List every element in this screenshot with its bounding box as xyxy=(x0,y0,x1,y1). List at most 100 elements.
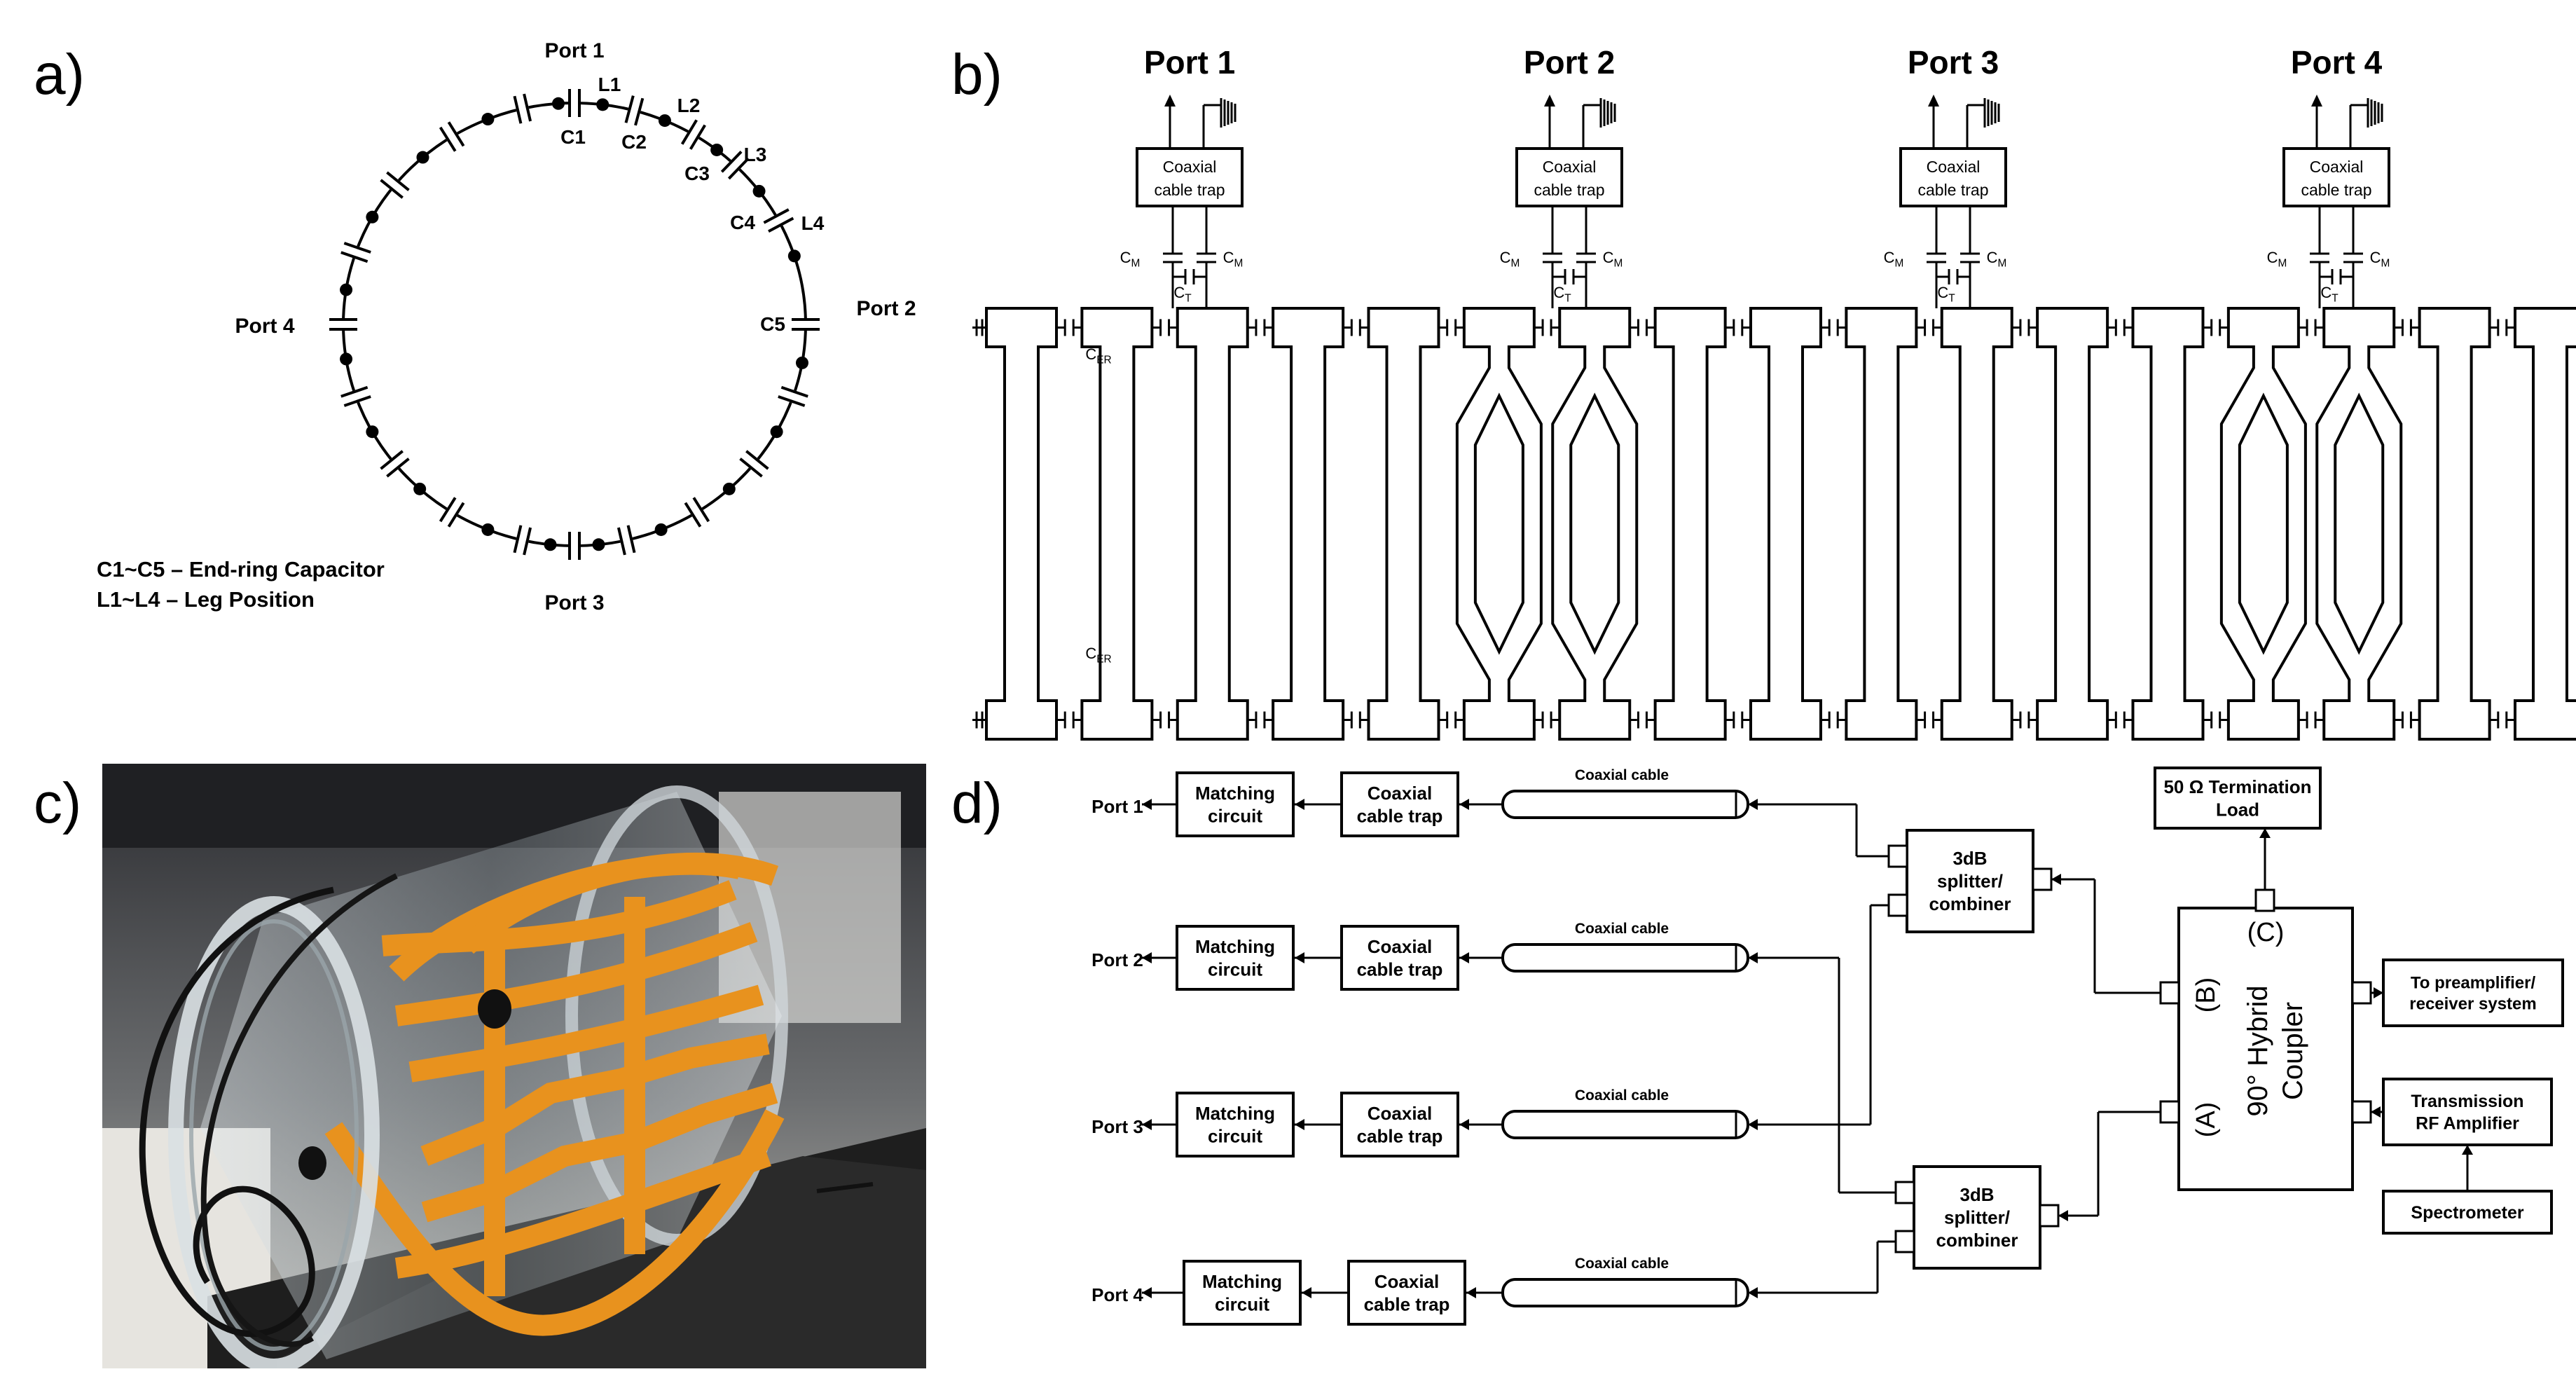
capacitor-plate xyxy=(380,179,404,199)
arrowhead xyxy=(1164,95,1176,107)
capacitor-symbol xyxy=(617,525,636,556)
panel-label-a: a) xyxy=(34,43,85,107)
capacitor-symbol xyxy=(763,208,794,233)
capacitor-plate xyxy=(513,525,523,554)
coax-cable-label: Coaxial cable xyxy=(1575,1256,1669,1272)
coil-leg-hexagonal xyxy=(2315,307,2403,741)
leg-label-3: L3 xyxy=(744,144,767,165)
arrowhead-left xyxy=(1142,799,1152,810)
leg-position-dot xyxy=(596,98,609,111)
capacitor-plate xyxy=(340,251,369,263)
leg-position-dot xyxy=(366,425,379,439)
ct-label: CT xyxy=(1173,284,1192,305)
coax-cable-body xyxy=(1501,943,1749,973)
cap-gap xyxy=(1201,254,1212,262)
splitter-top-box xyxy=(1906,829,2034,933)
capacitor-plate xyxy=(626,525,636,554)
cm-label-left: CM xyxy=(1120,249,1141,270)
capacitor-symbol xyxy=(739,450,769,478)
capacitor-plate xyxy=(340,385,369,398)
trap-label-line-1: Coaxial xyxy=(1543,158,1597,176)
connector-tab xyxy=(2039,1204,2060,1228)
capacitor-symbol xyxy=(340,242,371,263)
capacitor-plate xyxy=(739,458,763,478)
coil-leg xyxy=(1653,307,1727,741)
coil-leg xyxy=(2131,307,2205,741)
capacitor-label-1: C1 xyxy=(560,126,586,148)
leg-label-4: L4 xyxy=(801,212,825,234)
port-2-label: Port 2 xyxy=(856,297,916,320)
leg-position-dot xyxy=(366,210,379,224)
coil-leg xyxy=(1845,307,1918,741)
splitter-bottom-box-text: combiner xyxy=(1936,1230,2018,1251)
arrowhead-left xyxy=(1459,952,1469,963)
connector-tab xyxy=(1887,844,1908,868)
panel-b-port-1-label: Port 1 xyxy=(1144,44,1235,81)
capacitor-symbol xyxy=(792,318,820,331)
capacitor-symbol xyxy=(778,385,808,407)
capacitor-gap xyxy=(568,97,581,109)
coax-trap-box xyxy=(1347,1260,1466,1326)
capacitor-plate xyxy=(439,126,457,152)
cm-label-right: CM xyxy=(1223,249,1244,270)
coil-photo xyxy=(102,764,926,1368)
cap-gap xyxy=(1964,254,1976,262)
cm-label-right: CM xyxy=(1603,249,1623,270)
matching-circuit-box xyxy=(1183,1260,1302,1326)
rf-amplifier-box-text: Transmission xyxy=(2411,1092,2523,1111)
capacitor-plate xyxy=(439,497,457,523)
coil-leg-window xyxy=(2334,392,2385,655)
capacitor-symbol xyxy=(380,450,410,478)
cap-gap xyxy=(1167,254,1178,262)
coax-cable-body xyxy=(1501,1278,1749,1307)
coil-leg-hexagonal xyxy=(1455,307,1543,741)
leg-position-dot xyxy=(658,114,671,128)
capacitor-gap xyxy=(568,540,581,551)
tape-leg xyxy=(394,1146,771,1279)
hybrid-coupler-box xyxy=(2177,907,2354,1191)
coaxial-trap-box xyxy=(2282,147,2390,207)
coil-leg xyxy=(1367,307,1440,741)
arrowhead-left xyxy=(1748,1287,1758,1298)
connector-tab xyxy=(1887,893,1908,917)
coil-leg xyxy=(2036,307,2109,741)
capacitor-label-4: C4 xyxy=(730,212,755,233)
capacitor-label-3: C3 xyxy=(684,163,710,184)
capacitor-plate xyxy=(745,450,769,470)
tape-leg xyxy=(381,880,737,956)
trap-label-line-2: cable trap xyxy=(2301,181,2371,199)
capacitor-plate xyxy=(684,502,702,528)
capacitor-plate xyxy=(780,385,808,398)
coil-leg xyxy=(1940,307,2013,741)
capacitor-symbol xyxy=(439,121,465,152)
rf-amplifier-box xyxy=(2382,1078,2553,1146)
arrowhead-left xyxy=(1748,1119,1758,1130)
cap-gap xyxy=(1580,254,1592,262)
coil-leg xyxy=(985,307,1058,741)
coax-trap-box-text: Coaxial xyxy=(1368,783,1433,804)
preamp-box-text: receiver system xyxy=(2409,994,2536,1013)
capacitor-plate xyxy=(689,124,706,150)
capacitor-symbol xyxy=(380,171,410,199)
termination-box-text: Load xyxy=(2216,799,2259,820)
matching-circuit-box-text: circuit xyxy=(1215,1293,1269,1314)
ct-label: CT xyxy=(1937,284,1955,305)
arrowhead-left xyxy=(1295,1119,1304,1130)
arrowhead-left xyxy=(1295,952,1304,963)
leg-label-2: L2 xyxy=(677,95,701,116)
splitter-bottom-box-text: 3dB xyxy=(1959,1184,1994,1205)
front-rim xyxy=(168,896,380,1368)
cap-gap xyxy=(2348,254,2359,262)
connector-tab xyxy=(2159,981,2180,1005)
leg-position-dot xyxy=(654,523,668,536)
capacitor-symbol xyxy=(680,119,706,150)
tape-leg-hex xyxy=(421,1083,778,1223)
tape-ring xyxy=(459,852,779,954)
cap-gap xyxy=(1931,254,1942,262)
capacitor-plate xyxy=(343,395,371,407)
leg-position-dot xyxy=(752,184,766,198)
panel-b-port-4-label: Port 4 xyxy=(2291,44,2383,81)
termination-box-text: 50 Ω Termination xyxy=(2163,776,2311,797)
matching-circuit-box-text: circuit xyxy=(1208,1125,1262,1146)
